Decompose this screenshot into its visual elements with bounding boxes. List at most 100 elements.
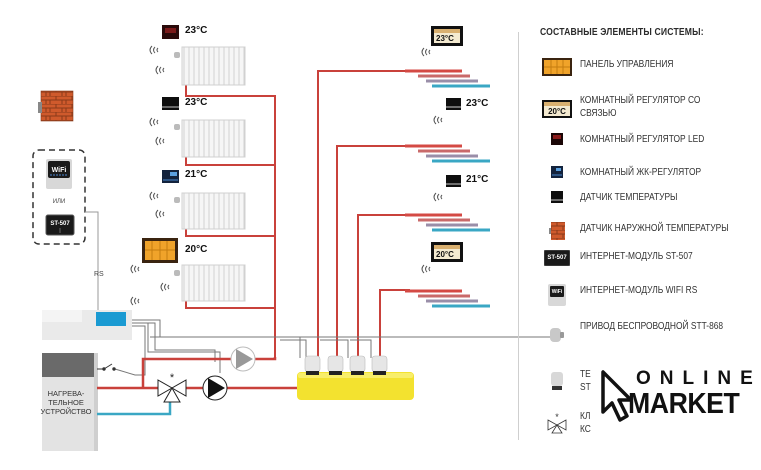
radiator-piping [185,85,276,357]
legend-item-outdoor-sensor: ДАТЧИК НАРУЖНОЙ ТЕМПЕРАТУРЫ [540,222,755,240]
room-lcd-regulator-icon [540,166,574,178]
radiator-valve-icon [174,124,180,130]
legend-item-room-regulator-led: КОМНАТНЫЙ РЕГУЛЯТОР LED [540,133,755,146]
radiator-2-temp: 23°C [185,97,207,108]
floor-3-temp: 21°C [466,174,488,185]
boiler-label-3: УСТРОЙСТВО [41,407,92,416]
legend-label-line2: СВЯЗЬЮ [580,107,617,119]
internet-module-wifi-icon: WiFi [46,159,72,189]
or-label: ИЛИ [53,199,66,205]
legend-label-line1: КЛ [580,410,591,422]
floor-manifold [297,372,414,400]
room-regulator-led-icon [162,25,179,39]
radiator-3-temp: 21°C [185,169,207,180]
legend-item-wireless-actuator: ПРИВОД БЕСПРОВОДНОЙ STT-868 [540,320,755,344]
legend-label: ИНТЕРНЕТ-МОДУЛЬ ST-507 [580,250,693,262]
floor-heating-piping [317,70,410,358]
boiler-switch-icon [97,363,116,371]
thermo-actuator-icon [327,355,344,375]
legend-divider [518,32,519,440]
internet-module-st507-icon: ST-507 [45,214,75,236]
floor-4-temp: 20°C [436,250,454,259]
mixing-valve-icon: * [157,372,187,403]
svg-text:20°C: 20°C [548,107,566,116]
legend-item-room-regulator-comm: 20°C КОМНАТНЫЙ РЕГУЛЯТОР СО СВЯЗЬЮ [540,94,755,120]
legend-label-line1: КОМНАТНЫЙ РЕГУЛЯТОР СО [580,94,701,106]
rs-bus-wire [85,211,99,310]
floor-loop-2 [405,144,490,163]
online-market-logo: ONLINE MARKET [600,366,755,426]
legend-label-line1: ТЕ [580,368,591,380]
legend-label-line2: ST [580,381,591,393]
floor-loop-3 [405,213,490,232]
legend-label: ДАТЧИК ТЕМПЕРАТУРЫ [580,191,678,203]
wifi-module-label: WiFi [52,167,67,174]
wireless-actuator-icon [540,326,574,344]
radiator-valve-icon [174,52,180,58]
svg-text:*: * [555,412,559,422]
floor-1-temp: 23°C [436,34,454,43]
main-controller [42,310,132,340]
boiler-label-1: НАГРЕВА- [48,389,85,398]
boiler-hot-pipes [97,357,300,390]
room-lcd-regulator-icon [162,170,179,183]
legend-label: ПРИВОД БЕСПРОВОДНОЙ STT-868 [580,320,724,332]
control-panel-icon [540,58,574,76]
pump-icon [202,375,228,401]
legend-title: СОСТАВНЫЕ ЭЛЕМЕНТЫ СИСТЕМЫ: [540,26,704,38]
temperature-sensor-icon [540,191,574,203]
floor-loop-1 [405,69,490,88]
heating-device: НАГРЕВА- ТЕЛЬНОЕ УСТРОЙСТВО [41,353,98,451]
thermo-actuator-icon [371,355,388,375]
legend-label: КОМНАТНЫЙ РЕГУЛЯТОР LED [580,133,705,145]
thermo-actuator-icon [349,355,366,375]
cursor-arrow-icon [601,370,633,422]
radiator-4 [174,264,246,302]
pump-icon-secondary [230,346,256,372]
temperature-sensor-icon [446,98,461,110]
temperature-sensor-icon [446,175,461,187]
floor-2-temp: 23°C [466,98,488,109]
svg-text:ST-507: ST-507 [547,255,567,261]
radiator-1-temp: 23°C [185,25,207,36]
boiler-return-pipe [97,400,172,416]
internet-module-st507-icon: ST-507 [540,250,574,266]
legend-label: КЛ КС [580,410,591,436]
legend-label: ДАТЧИК НАРУЖНОЙ ТЕМПЕРАТУРЫ [580,222,729,234]
legend-item-internet-module-wifi: WiFi ИНТЕРНЕТ-МОДУЛЬ WIFI RS [540,284,755,306]
legend-label: КОМНАТНЫЙ РЕГУЛЯТОР СО СВЯЗЬЮ [580,94,700,120]
legend-item-mixing-valve: * КЛ КС [540,410,755,436]
thermo-actuators [304,355,388,375]
radiator-2 [174,119,246,158]
control-panel-icon [142,238,178,263]
legend-item-internet-module-st507: ST-507 ИНТЕРНЕТ-МОДУЛЬ ST-507 [540,250,755,266]
svg-text:*: * [170,372,175,384]
room-regulator-comm-icon: 23°C [431,26,463,46]
thermo-actuator-icon [304,355,321,375]
temperature-sensor-icon [162,97,179,110]
legend-label: ИНТЕРНЕТ-МОДУЛЬ WIFI RS [580,284,698,296]
radiator-4-temp: 20°C [185,244,207,255]
outdoor-sensor-icon [540,222,574,240]
thermo-actuator-icon [540,372,574,392]
logo-line-market: MARKET [628,388,740,420]
controller-screen [96,312,126,326]
room-regulator-led-icon [540,133,574,145]
mixing-valve-icon: * [540,412,574,434]
boiler-label-2: ТЕЛЬНОЕ [48,398,84,407]
radiator-1 [174,46,246,86]
logo-line-online: ONLINE [636,368,761,389]
room-regulator-comm-icon: 20°C [540,100,574,118]
legend-label: ТЕ ST [580,368,591,394]
outdoor-sensor-icon [38,90,74,122]
legend-label: ПАНЕЛЬ УПРАВЛЕНИЯ [580,58,674,70]
legend-item-thermo-actuator: ТЕ ST [540,368,755,394]
svg-text:WiFi: WiFi [552,289,563,295]
st507-module-label: ST-507 [50,221,70,227]
internet-modules-group: WiFi ИЛИ ST-507 [32,149,86,245]
legend-item-temperature-sensor: ДАТЧИК ТЕМПЕРАТУРЫ [540,191,755,204]
floor-loop-4 [405,289,490,308]
legend-label-line2: КС [580,423,591,435]
legend-item-room-lcd-regulator: КОМНАТНЫЙ ЖК-РЕГУЛЯТОР [540,166,755,179]
